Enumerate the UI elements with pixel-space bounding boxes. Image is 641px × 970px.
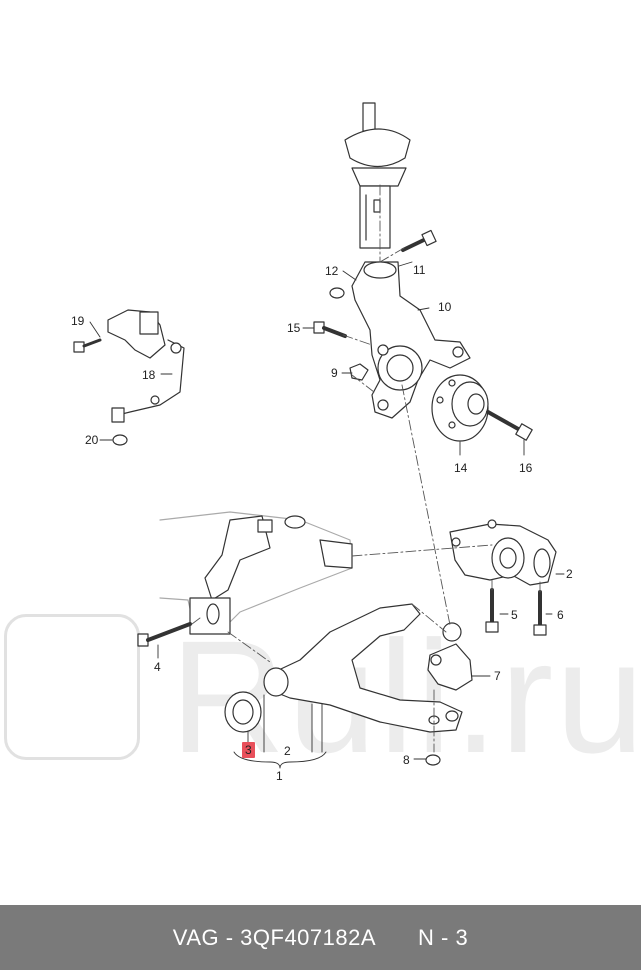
callout-19: 19 — [71, 314, 85, 328]
callout-5: 5 — [511, 608, 518, 622]
bolt-16 — [486, 410, 533, 441]
callout-10: 10 — [438, 300, 452, 314]
callout-18: 18 — [142, 368, 156, 382]
assembly-lines — [191, 184, 541, 753]
callout-12: 12 — [325, 264, 339, 278]
bushing — [224, 691, 262, 733]
rear-bracket — [449, 519, 557, 586]
bolt-5 — [485, 588, 499, 633]
bolt-11 — [401, 229, 437, 252]
ball-joint — [427, 622, 473, 691]
bolt-6 — [533, 590, 547, 636]
bolt-4 — [137, 622, 192, 647]
callout-6: 6 — [557, 608, 564, 622]
callout-1: 1 — [276, 769, 283, 783]
leader-lines — [89, 261, 565, 769]
level-sensor — [73, 309, 185, 446]
wheel-hub — [431, 374, 489, 442]
callout-8: 8 — [403, 753, 410, 767]
bolt-15 — [313, 321, 347, 338]
callout-15: 15 — [287, 321, 301, 335]
callout-16: 16 — [519, 461, 533, 475]
callout-20: 20 — [85, 433, 99, 447]
callout-14: 14 — [454, 461, 468, 475]
shock-absorber-strut — [344, 102, 411, 249]
callout-9: 9 — [331, 366, 338, 380]
callout-7: 7 — [494, 669, 501, 683]
callout-3-highlight: 3 — [242, 742, 255, 758]
callout-2-bracket: 2 — [566, 567, 573, 581]
footer-bar: VAG - 3QF407182A N - 3 — [0, 905, 641, 970]
watermark-badge — [4, 614, 140, 760]
suspension-diagram — [73, 102, 565, 769]
page-reference-text: N - 3 — [418, 924, 469, 950]
callout-11: 11 — [413, 263, 426, 277]
part-number-text: VAG - 3QF407182A — [172, 924, 377, 950]
steering-knuckle — [351, 261, 471, 419]
nut-12 — [329, 287, 345, 299]
subframe — [159, 511, 353, 635]
callout-2-arm: 2 — [284, 744, 291, 758]
nut-8 — [425, 754, 441, 766]
control-arm — [263, 603, 463, 733]
callout-4: 4 — [154, 660, 161, 674]
nut-9 — [349, 363, 369, 381]
